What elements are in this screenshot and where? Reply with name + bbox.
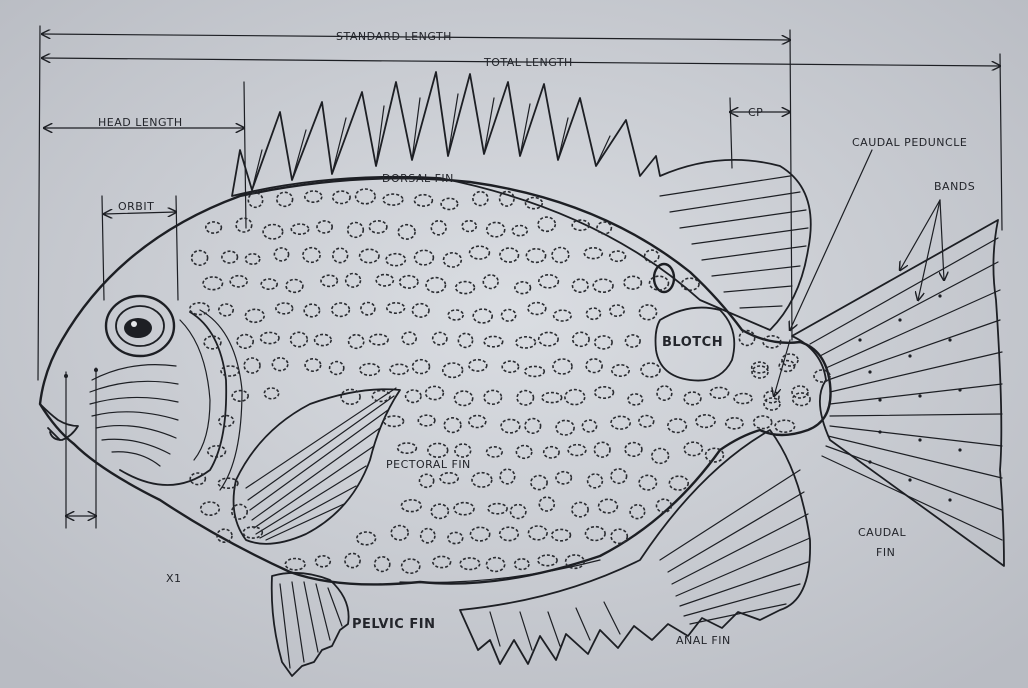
pectoral-fin-label: PECTORAL FIN bbox=[386, 458, 471, 471]
orbit-label: ORBIT bbox=[118, 200, 154, 213]
caudal-fin-label-line1: CAUDAL bbox=[858, 526, 907, 539]
standard-length-label: STANDARD LENGTH bbox=[336, 30, 452, 43]
scale-label: X1 bbox=[166, 572, 182, 585]
pelvic-fin-label: PELVIC FIN bbox=[352, 617, 435, 632]
dorsal-fin-label: DORSAL FIN bbox=[382, 172, 454, 185]
anal-fin-label: ANAL FIN bbox=[676, 634, 731, 647]
cp-label: CP bbox=[748, 106, 763, 119]
blotch-label: BLOTCH bbox=[662, 335, 723, 350]
caudal-peduncle-label: CAUDAL PEDUNCLE bbox=[852, 136, 967, 149]
bands-label: BANDS bbox=[934, 180, 975, 193]
head-length-label: HEAD LENGTH bbox=[98, 116, 183, 129]
total-length-label: TOTAL LENGTH bbox=[483, 56, 573, 69]
caudal-fin-label-line2: FIN bbox=[876, 546, 895, 559]
